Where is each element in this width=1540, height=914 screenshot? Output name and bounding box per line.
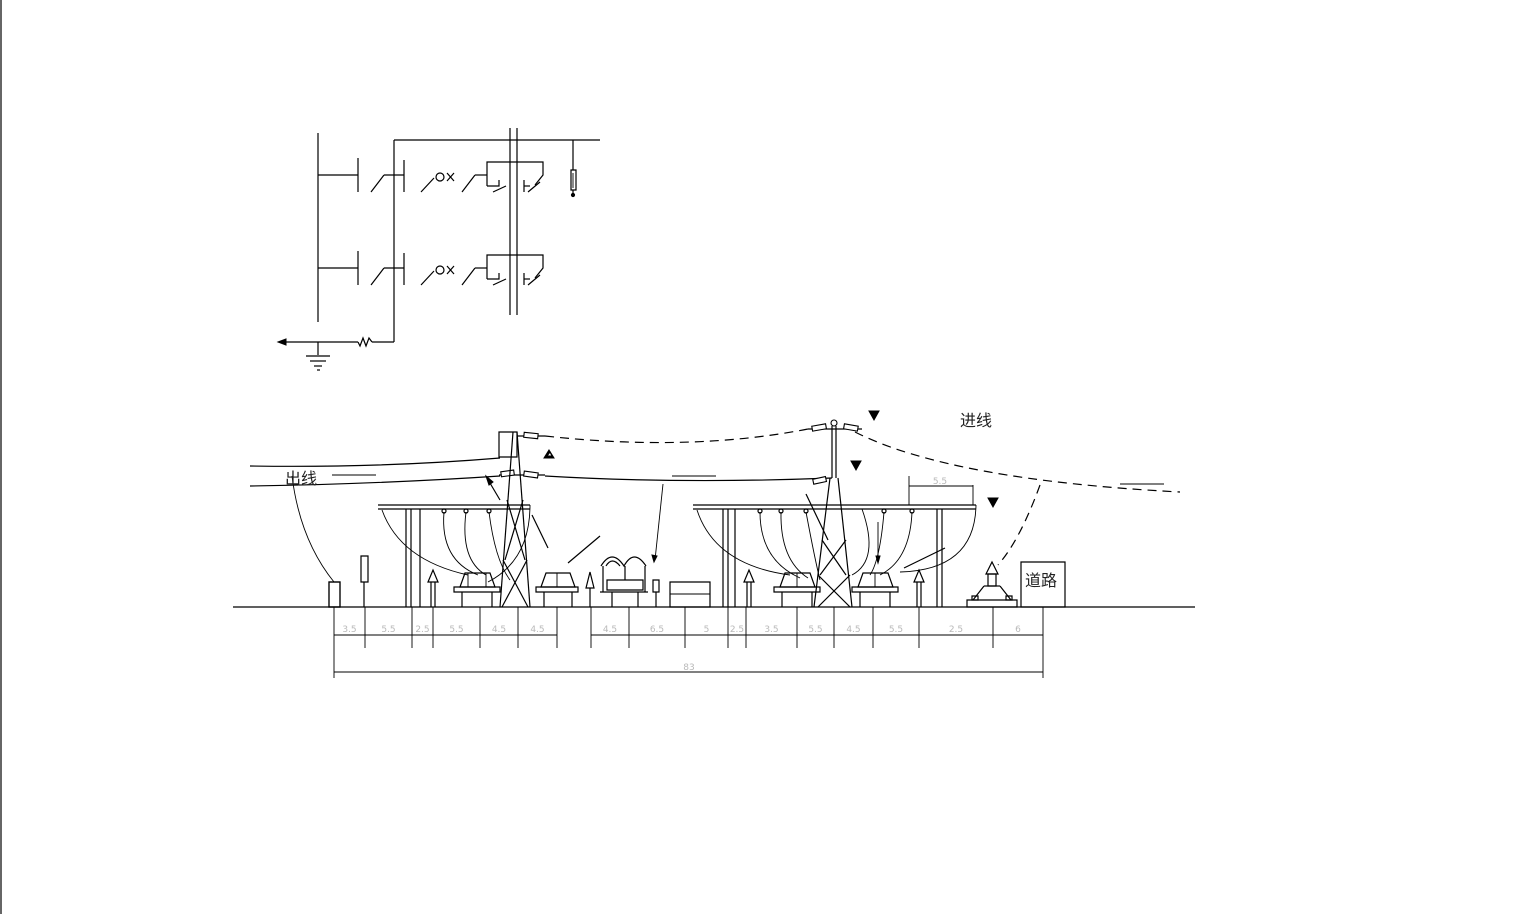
- dim-segment-label: 3.5: [342, 625, 356, 635]
- incoming-line-label: 进线: [960, 411, 992, 430]
- left-tower: [499, 432, 554, 607]
- dim-segment-label: 2.5: [415, 625, 429, 635]
- dimension-chain: 3.5 5.5 2.5 5.5 4.5 4.5 4.5 6.5 5 2.5 3.5 5.5 4.5 5.5…: [334, 607, 1043, 678]
- dim-segment-label: 6: [1015, 625, 1021, 635]
- dim-segment-label: 2.5: [949, 625, 963, 635]
- left-gantry: [378, 476, 600, 607]
- upper-dimension: 5.5: [909, 476, 973, 505]
- road-label: 道路: [1025, 571, 1057, 590]
- ground-icon: [306, 356, 330, 370]
- wall-bushing: [329, 582, 340, 607]
- dim-segment-label: 4.5: [846, 625, 860, 635]
- transformer: [967, 562, 1017, 607]
- dim-segment-label: 6.5: [650, 625, 664, 635]
- right-gantry: [693, 494, 976, 607]
- right-tower: [808, 411, 998, 607]
- bay-2: [318, 251, 543, 285]
- arrester-icon: [571, 140, 576, 197]
- outgoing-line-lower: [250, 476, 500, 486]
- dim-segment-label: 4.5: [492, 625, 506, 635]
- dim-segment-label: 3.5: [764, 625, 778, 635]
- outgoing-line-upper: [250, 458, 500, 466]
- lightning-rod-post: [361, 556, 368, 582]
- incoming-line-upper: [545, 429, 808, 443]
- middle-cabinet: [670, 582, 710, 607]
- dim-segment-label: 5: [704, 625, 710, 635]
- road-sign: 道路: [1021, 562, 1065, 607]
- svg-text:5.5: 5.5: [933, 477, 947, 487]
- dim-segment-label: 5.5: [381, 625, 395, 635]
- section-view: 出线: [233, 411, 1195, 678]
- dim-segment-label: 5.5: [449, 625, 463, 635]
- dim-segment-label: 4.5: [530, 625, 544, 635]
- dim-segment-label: 5.5: [889, 625, 903, 635]
- dim-segment-label: 5.5: [808, 625, 822, 635]
- bay-1: [318, 158, 543, 192]
- equipment-left: [428, 557, 659, 607]
- outgoing-line-label: 出线: [285, 469, 317, 488]
- dim-segment-label: 4.5: [603, 625, 617, 635]
- dim-segment-label: 2.5: [730, 625, 744, 635]
- single-line-diagram: [278, 128, 600, 370]
- dim-total-label: 83: [683, 663, 694, 673]
